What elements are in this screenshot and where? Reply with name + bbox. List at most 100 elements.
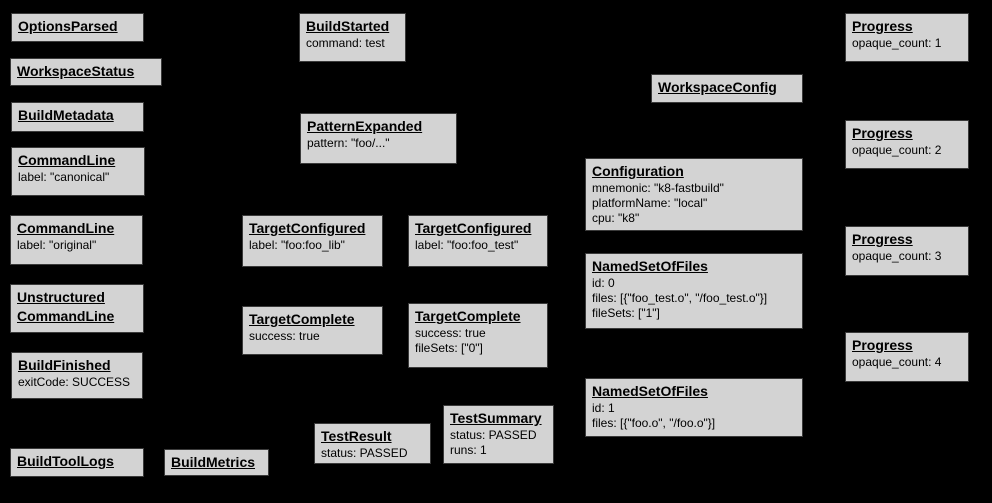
body-line: command: test: [306, 36, 385, 50]
body-line: mnemonic: "k8-fastbuild": [592, 181, 724, 195]
event-box-targetcomplete-foo-lib: TargetComplete success: true: [242, 306, 383, 355]
event-box-workspaceconfig: WorkspaceConfig: [651, 74, 803, 103]
event-box-buildstarted: BuildStarted command: test: [299, 13, 406, 62]
event-title: PatternExpanded: [307, 117, 451, 136]
body-line: files: [{"foo_test.o", "/foo_test.o"}]: [592, 291, 768, 305]
body-line: id: 0: [592, 276, 615, 290]
event-body: label: "foo:foo_lib": [249, 238, 377, 253]
event-box-commandline-original: CommandLine label: "original": [10, 215, 143, 265]
body-line: label: "original": [17, 238, 97, 252]
title-line: BuildMetrics: [171, 454, 256, 470]
body-line: platformName: "local": [592, 196, 708, 210]
event-box-progress-3: Progress opaque_count: 3: [845, 226, 969, 276]
event-body: opaque_count: 2: [852, 143, 963, 158]
body-line: opaque_count: 2: [852, 143, 942, 157]
event-title: TargetComplete: [415, 307, 542, 326]
title-line: TargetConfigured: [249, 220, 366, 236]
title-line: WorkspaceStatus: [17, 63, 135, 79]
body-line: id: 1: [592, 401, 615, 415]
title-line: BuildToolLogs: [17, 453, 114, 469]
body-line: fileSets: ["0"]: [415, 341, 483, 355]
event-box-buildtoollogs: BuildToolLogs: [10, 448, 144, 477]
event-title: WorkspaceStatus: [17, 62, 156, 81]
body-line: label: "foo:foo_lib": [249, 238, 345, 252]
event-box-progress-2: Progress opaque_count: 2: [845, 120, 969, 169]
title-line: BuildMetadata: [18, 107, 114, 123]
title-line: TargetComplete: [249, 311, 355, 327]
event-title: CommandLine: [17, 219, 137, 238]
event-title: Progress: [852, 124, 963, 143]
title-line: NamedSetOfFiles: [592, 258, 708, 274]
event-title: Configuration: [592, 162, 797, 181]
body-line: fileSets: ["1"]: [592, 306, 660, 320]
body-line: pattern: "foo/...": [307, 136, 390, 150]
event-body: success: true: [249, 329, 377, 344]
event-title: CommandLine: [18, 151, 139, 170]
event-box-patternexpanded: PatternExpanded pattern: "foo/...": [300, 113, 457, 164]
event-title: TargetComplete: [249, 310, 377, 329]
event-box-workspacestatus: WorkspaceStatus: [10, 58, 162, 86]
title-line: BuildFinished: [18, 357, 111, 373]
event-body: command: test: [306, 36, 400, 51]
body-line: exitCode: SUCCESS: [18, 375, 131, 389]
event-body: exitCode: SUCCESS: [18, 375, 137, 390]
event-body: opaque_count: 1: [852, 36, 963, 51]
event-title: WorkspaceConfig: [658, 78, 797, 97]
title-line: Configuration: [592, 163, 684, 179]
title-line: Progress: [852, 231, 913, 247]
title-line: WorkspaceConfig: [658, 79, 777, 95]
event-box-optionsparsed: OptionsParsed: [11, 13, 144, 42]
body-line: opaque_count: 1: [852, 36, 942, 50]
body-line: opaque_count: 4: [852, 355, 942, 369]
title-line: TargetConfigured: [415, 220, 532, 236]
event-title: BuildMetrics: [171, 453, 263, 472]
body-line: label: "canonical": [18, 170, 110, 184]
event-box-commandline-canonical: CommandLine label: "canonical": [11, 147, 145, 196]
event-box-targetconfigured-foo-lib: TargetConfigured label: "foo:foo_lib": [242, 215, 383, 267]
event-box-buildmetrics: BuildMetrics: [164, 449, 269, 476]
event-body: opaque_count: 4: [852, 355, 963, 370]
title-line: TestResult: [321, 428, 392, 444]
title-line: Progress: [852, 18, 913, 34]
event-title: BuildMetadata: [18, 106, 138, 125]
event-title: Progress: [852, 230, 963, 249]
event-title: Progress: [852, 17, 963, 36]
event-body: label: "original": [17, 238, 137, 253]
event-body: label: "foo:foo_test": [415, 238, 542, 253]
body-line: status: PASSED: [450, 428, 537, 442]
body-line: opaque_count: 3: [852, 249, 942, 263]
body-line: label: "foo:foo_test": [415, 238, 519, 252]
event-box-progress-4: Progress opaque_count: 4: [845, 332, 969, 382]
title-line: CommandLine: [17, 308, 115, 324]
event-body: opaque_count: 3: [852, 249, 963, 264]
event-box-buildfinished: BuildFinished exitCode: SUCCESS: [11, 352, 143, 399]
event-title: BuildToolLogs: [17, 452, 138, 471]
event-body: label: "canonical": [18, 170, 139, 185]
event-box-progress-1: Progress opaque_count: 1: [845, 13, 969, 62]
title-line: OptionsParsed: [18, 18, 118, 34]
event-title: TestSummary: [450, 409, 548, 428]
event-box-testresult: TestResult status: PASSED: [314, 423, 431, 464]
event-title: TargetConfigured: [249, 219, 377, 238]
title-line: CommandLine: [18, 152, 116, 168]
event-title: NamedSetOfFiles: [592, 257, 797, 276]
event-title: Progress: [852, 336, 963, 355]
body-line: success: true: [415, 326, 486, 340]
title-line: NamedSetOfFiles: [592, 383, 708, 399]
event-title: BuildStarted: [306, 17, 400, 36]
title-line: PatternExpanded: [307, 118, 423, 134]
event-title: TargetConfigured: [415, 219, 542, 238]
event-title: TestResult: [321, 427, 425, 446]
event-body: mnemonic: "k8-fastbuild"platformName: "l…: [592, 181, 797, 226]
event-box-configuration: Configuration mnemonic: "k8-fastbuild"pl…: [585, 158, 803, 231]
body-line: status: PASSED: [321, 446, 408, 460]
title-line: TestSummary: [450, 410, 542, 426]
